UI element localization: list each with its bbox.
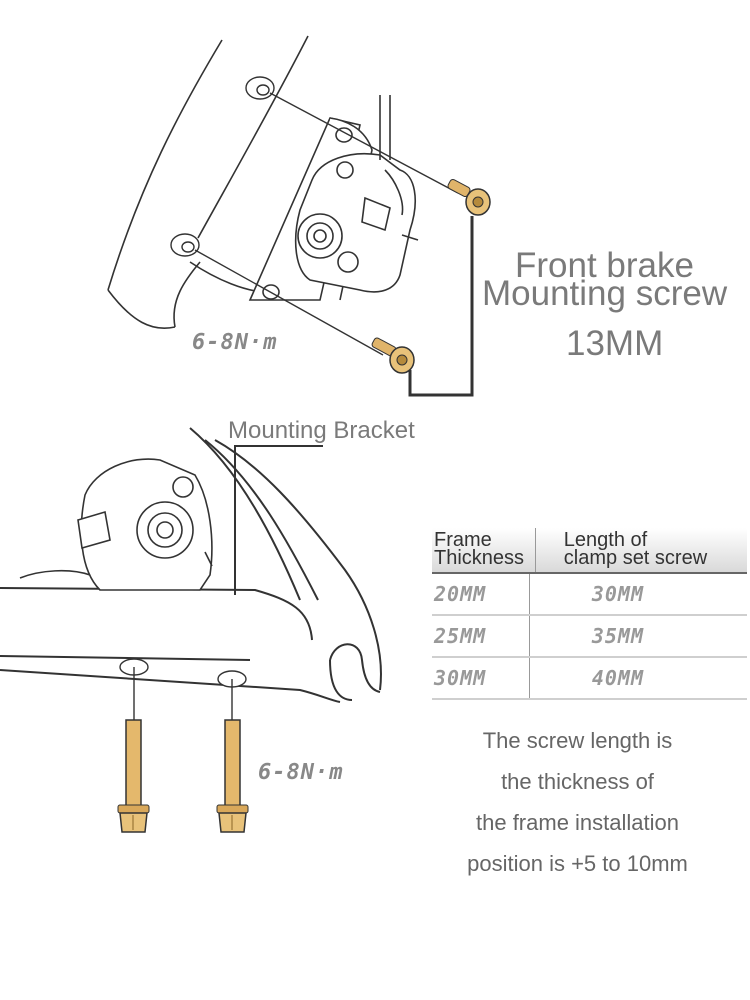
callout-screw-size: 13MM: [566, 324, 664, 363]
header-col1-line1: Frame: [434, 529, 492, 551]
thickness-cell: 25MM: [434, 624, 487, 648]
torque-spec-bottom: 6-8N·m: [258, 760, 344, 785]
header-col2-line2: clamp set screw: [563, 547, 708, 569]
table-row: 25MM 35MM: [432, 616, 747, 658]
header-screw-length: Length of clamp set screw: [536, 528, 747, 572]
caliper-bottom: [19, 458, 213, 591]
fork-leg-drawing: [107, 35, 309, 329]
callout-leader-line: [408, 216, 474, 397]
top-washers: [170, 76, 459, 356]
note-line: the frame installation: [476, 810, 679, 835]
top-screw-1: [447, 178, 491, 216]
length-cell: 35MM: [591, 624, 644, 648]
bottom-holes: [119, 658, 247, 720]
table-row: 30MM 40MM: [432, 658, 747, 700]
header-frame-thickness: Frame Thickness: [432, 528, 536, 572]
callout-title-front-brake: Front brake: [515, 246, 694, 285]
header-col2-line1: Length of: [563, 529, 648, 551]
bottom-screw-1: [117, 719, 150, 833]
length-cell: 30MM: [591, 582, 644, 606]
bracket-leader-line: [234, 445, 323, 595]
frame-drawing: [0, 427, 382, 703]
header-col1-line2: Thickness: [434, 547, 525, 569]
mounting-bracket-label: Mounting Bracket: [228, 417, 415, 444]
callout-title-mounting-screw: Mounting screw: [482, 274, 728, 313]
torque-spec-top: 6-8N·m: [192, 330, 278, 355]
screw-length-table: Frame Thickness Length of clamp set scre…: [432, 528, 747, 700]
note-line: the thickness of: [501, 769, 654, 794]
length-cell: 40MM: [591, 666, 644, 690]
note-line: position is +5 to 10mm: [467, 851, 688, 876]
bottom-screw-2: [216, 719, 249, 833]
screw-length-note: The screw length is the thickness of the…: [440, 720, 715, 884]
note-line: The screw length is: [482, 728, 673, 753]
thickness-cell: 20MM: [434, 582, 487, 606]
top-screw-2: [371, 337, 415, 374]
thickness-cell: 30MM: [434, 666, 487, 690]
table-row: 20MM 30MM: [432, 574, 747, 616]
caliper-top: [294, 95, 419, 293]
table-header: Frame Thickness Length of clamp set scre…: [432, 528, 747, 574]
